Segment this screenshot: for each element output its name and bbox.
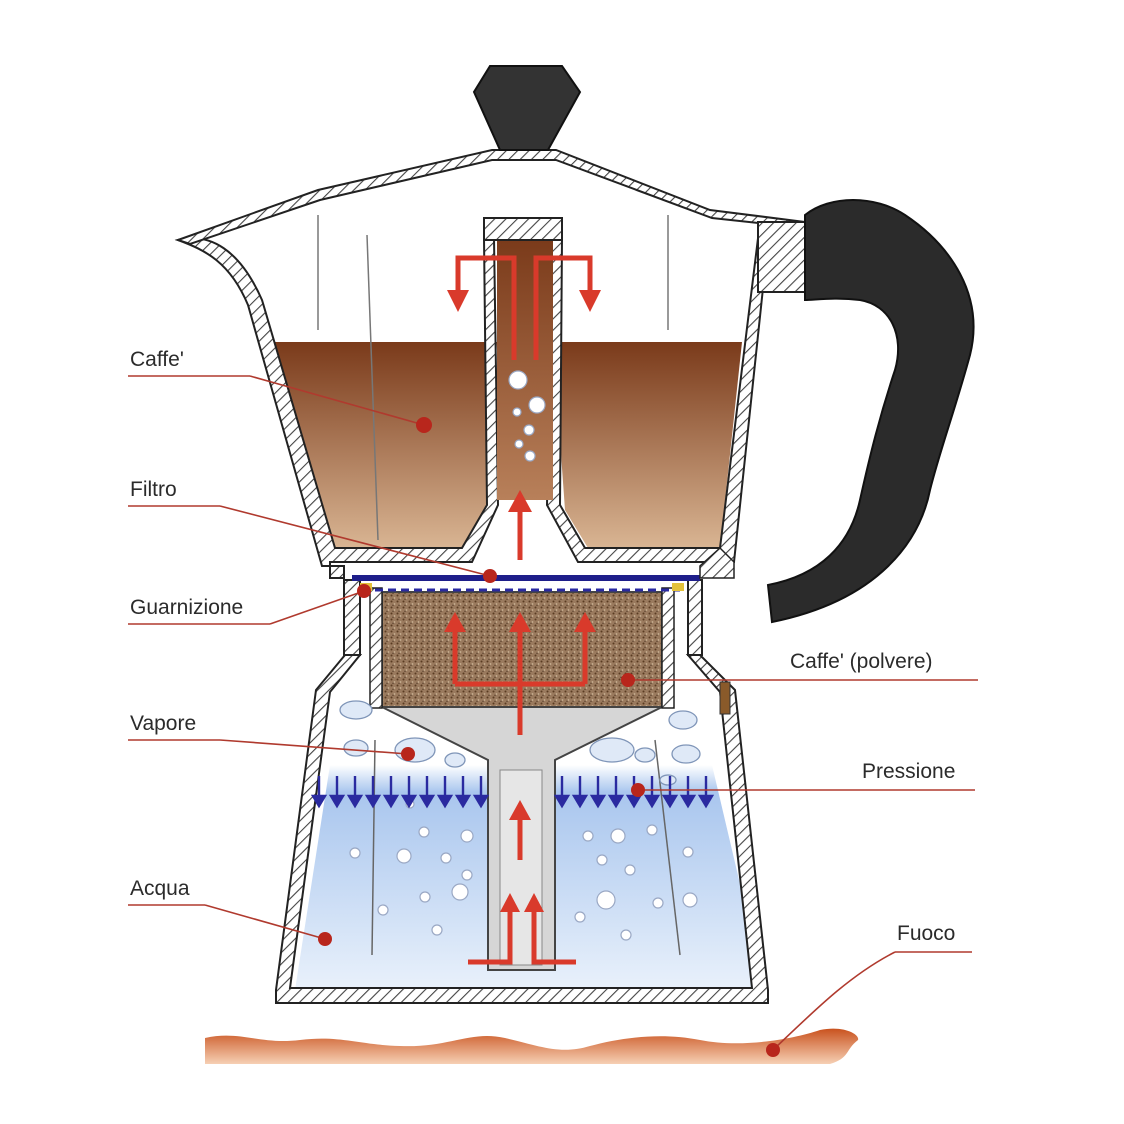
label-filter: Filtro bbox=[130, 478, 177, 501]
upper-chamber bbox=[174, 149, 807, 579]
safety-valve bbox=[719, 681, 731, 715]
pressure-dot bbox=[631, 783, 645, 797]
pot-handle bbox=[766, 199, 975, 624]
lid-knob bbox=[472, 65, 582, 151]
label-fire: Fuoco bbox=[897, 922, 955, 945]
gasket-and-filter bbox=[352, 575, 700, 592]
label-coffee: Caffe' bbox=[130, 348, 184, 371]
bubbles bbox=[349, 370, 698, 941]
labels: Caffe' Filtro Guarnizione Vapore Acqua C… bbox=[130, 348, 955, 945]
vapor-dot bbox=[401, 747, 415, 761]
handle-hinge bbox=[757, 221, 807, 293]
fire-dot bbox=[766, 1043, 780, 1057]
upper-wall bbox=[174, 237, 500, 579]
coffee-fill bbox=[260, 342, 742, 548]
label-water: Acqua bbox=[130, 877, 190, 900]
leaders bbox=[128, 375, 978, 1057]
label-vapor: Vapore bbox=[130, 712, 196, 735]
vapor-clouds bbox=[339, 700, 701, 786]
pressure-arrows bbox=[310, 776, 715, 809]
filter-dot bbox=[483, 569, 497, 583]
central-tube bbox=[497, 238, 553, 500]
ground-coffee-dot bbox=[621, 673, 635, 687]
gasket-dot bbox=[357, 584, 371, 598]
flame bbox=[205, 1028, 859, 1064]
label-pressure: Pressione bbox=[862, 760, 955, 783]
flow-arrows bbox=[444, 255, 601, 965]
label-gasket: Guarnizione bbox=[130, 596, 243, 619]
water-dot bbox=[318, 932, 332, 946]
label-ground-coffee: Caffe' (polvere) bbox=[790, 650, 933, 673]
coffee-dot bbox=[416, 417, 432, 433]
